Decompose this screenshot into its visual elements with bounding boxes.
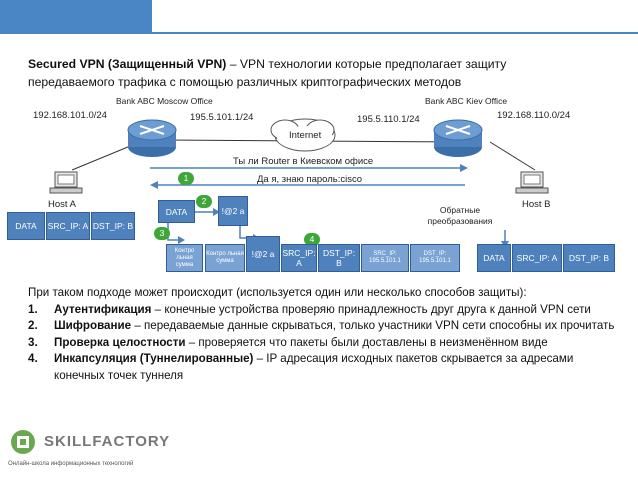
- step-2-badge: 2: [196, 195, 212, 208]
- internet-label: Internet: [289, 130, 322, 141]
- ip-router-right-label: 195.5.110.1/24: [357, 114, 420, 125]
- router-right-icon: [433, 119, 483, 157]
- slide-title: Secured VPN (Защищенный VPN) – VPN техно…: [28, 57, 507, 89]
- host-b-icon: [515, 171, 549, 194]
- answer-message: Да я, знаю пароль:cisco: [257, 174, 362, 185]
- host-b-label: Host B: [522, 199, 551, 210]
- tunnel-checksum: Контро льная сумма: [205, 244, 245, 272]
- question-message: Ты ли Router в Киевском офисе: [233, 156, 374, 167]
- ip-router-left-label: 195.5.101.1/24: [190, 112, 254, 123]
- list-item: 3.Проверка целостности – проверяется что…: [28, 335, 548, 349]
- logo-name: SKILLFACTORY: [44, 433, 171, 450]
- skillfactory-logo: SKILLFACTORY Онлайн-школа информационных…: [8, 427, 228, 475]
- body-intro: При таком подходе может происходит (испо…: [28, 286, 527, 299]
- tunnel-outer-src: SRC_IP: 195.5.101.1: [361, 244, 409, 272]
- router-left-icon: [127, 119, 177, 157]
- tunnel-dst: DST_IP: B: [318, 244, 360, 272]
- list-item: 4.Инкапсуляция (Туннелированные) – IP ад…: [28, 352, 574, 382]
- packet-a-dst: DST_IP: B: [91, 212, 135, 240]
- host-a-label: Host A: [48, 199, 76, 210]
- packet-a-src: SRC_IP: A: [46, 212, 90, 240]
- packet-b-data: DATA: [477, 244, 511, 272]
- step-1-badge: 1: [178, 172, 194, 185]
- list-item: 2.Шифрование – передаваемые данные скрыв…: [28, 319, 615, 333]
- tunnel-src: SRC_IP: A: [281, 244, 317, 272]
- logo-icon: [11, 430, 35, 454]
- link-router-host-b: [489, 141, 536, 171]
- tunnel-outer-dst: DST_IP: 195.5.101.1: [410, 244, 460, 272]
- methods-list: 1.Аутентификация – конечные устройства п…: [28, 302, 618, 385]
- net-left-label: 192.168.101.0/24: [33, 110, 107, 121]
- encrypted-data: !@2 a: [218, 196, 248, 226]
- packet-a-data: DATA: [7, 212, 45, 240]
- step-3-badge: 3: [154, 227, 170, 240]
- packet-b-dst: DST_IP: B: [563, 244, 615, 272]
- reverse-transform-label: Обратные преобразования: [427, 205, 493, 226]
- logo-subtitle: Онлайн-школа информационных технологий: [8, 461, 134, 467]
- router-data: DATA: [158, 200, 195, 223]
- packet-b-src: SRC_IP: A: [512, 244, 562, 272]
- office-kiev-label: Bank ABC Kiev Office: [425, 96, 508, 106]
- internet-cloud-icon: [270, 118, 336, 152]
- body-text: При таком подходе может происходит (испо…: [28, 285, 618, 385]
- checksum-block: Контро льная сумма: [166, 244, 203, 272]
- office-moscow-label: Bank ABC Moscow Office: [116, 96, 213, 106]
- step-4-badge: 4: [304, 233, 320, 246]
- tunnel-encrypted: !@2 a: [246, 236, 280, 272]
- top-accent-line: [152, 32, 638, 34]
- top-accent-block: [0, 0, 152, 34]
- network-diagram: [49, 118, 549, 248]
- net-right-label: 192.168.110.0/24: [497, 110, 571, 121]
- list-item: 1.Аутентификация – конечные устройства п…: [28, 302, 591, 316]
- host-a-icon: [49, 171, 83, 194]
